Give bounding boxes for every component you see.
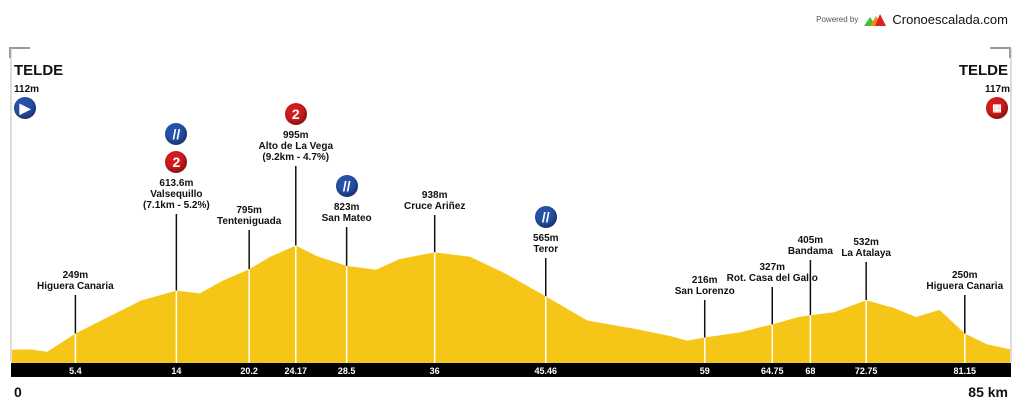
waypoint-name: Valsequillo xyxy=(150,189,203,200)
waypoint-elevation: 327m xyxy=(759,262,786,273)
waypoint-elevation: 823m xyxy=(333,202,360,213)
waypoint-extra: (9.2km - 4.7%) xyxy=(262,152,330,163)
waypoint-name: La Atalaya xyxy=(841,248,891,259)
start-distance: 0 xyxy=(14,384,22,400)
start-elevation: 112m xyxy=(14,84,40,95)
intermediate-sprint-icon: // xyxy=(335,175,358,197)
start-name: TELDE xyxy=(14,62,64,79)
waypoint-name: Higuera Canaria xyxy=(926,281,1004,292)
distance-tick-label: 45.46 xyxy=(534,366,558,376)
waypoint-elevation: 795m xyxy=(236,205,262,216)
end-distance: 85 km xyxy=(968,384,1008,400)
waypoint-name: San Mateo xyxy=(321,213,372,224)
waypoint-name: Teror xyxy=(533,244,559,255)
waypoint-elevation: 938m xyxy=(421,190,448,201)
waypoint-elevation: 613.6m xyxy=(159,178,194,189)
brand: Powered by Cronoescalada.com xyxy=(816,12,1008,27)
waypoint-name: Higuera Canaria xyxy=(37,281,114,292)
waypoint-name: Alto de La Vega xyxy=(258,141,334,152)
play-icon: ▶ xyxy=(14,97,36,119)
waypoint-name: Cruce Ariñez xyxy=(404,201,466,212)
distance-tick-label: 36 xyxy=(429,366,440,376)
finish-elevation: 117m xyxy=(984,84,1010,95)
category-2-climb-icon: 2 xyxy=(165,151,188,173)
waypoint-elevation: 216m xyxy=(691,275,718,286)
waypoint-elevation: 250m xyxy=(951,270,978,281)
waypoint-name: Bandama xyxy=(787,246,833,257)
distance-tick-label: 28.5 xyxy=(337,366,356,376)
finish-name: TELDE xyxy=(958,62,1008,79)
distance-tick-label: 20.2 xyxy=(240,366,258,376)
waypoint-extra: (7.1km - 5.2%) xyxy=(143,200,210,211)
distance-tick-label: 59 xyxy=(699,366,710,376)
profile-area xyxy=(12,245,1010,363)
powered-by-label: Powered by xyxy=(816,15,859,24)
distance-bar xyxy=(11,363,1011,377)
category-2-climb-icon: 2 xyxy=(284,103,307,125)
distance-tick-label: 24.17 xyxy=(284,366,308,376)
waypoint-elevation: 532m xyxy=(853,237,879,248)
distance-tick-label: 81.15 xyxy=(953,366,977,376)
waypoint-elevation: 405m xyxy=(797,235,824,246)
distance-tick-label: 5.4 xyxy=(69,366,82,376)
waypoint-name: Rot. Casa del Gallo xyxy=(726,273,818,284)
waypoint-elevation: 565m xyxy=(532,233,559,244)
distance-tick-label: 72.75 xyxy=(854,366,878,376)
brand-name[interactable]: Cronoescalada.com xyxy=(892,12,1008,27)
distance-tick-label: 68 xyxy=(805,366,816,376)
cronoescalada-logo-icon xyxy=(864,13,887,26)
waypoint-name: San Lorenzo xyxy=(674,286,735,297)
checkered-flag-icon: ▦ xyxy=(986,97,1008,119)
distance-tick-label: 64.75 xyxy=(760,366,784,376)
waypoint-elevation: 995m xyxy=(282,130,309,141)
intermediate-sprint-icon: // xyxy=(165,123,188,145)
waypoint-name: Tenteniguada xyxy=(217,216,282,227)
intermediate-sprint-icon: // xyxy=(534,206,557,228)
waypoint-elevation: 249m xyxy=(62,270,89,281)
corner-brackets xyxy=(9,47,1011,58)
distance-tick-label: 14 xyxy=(171,366,182,376)
